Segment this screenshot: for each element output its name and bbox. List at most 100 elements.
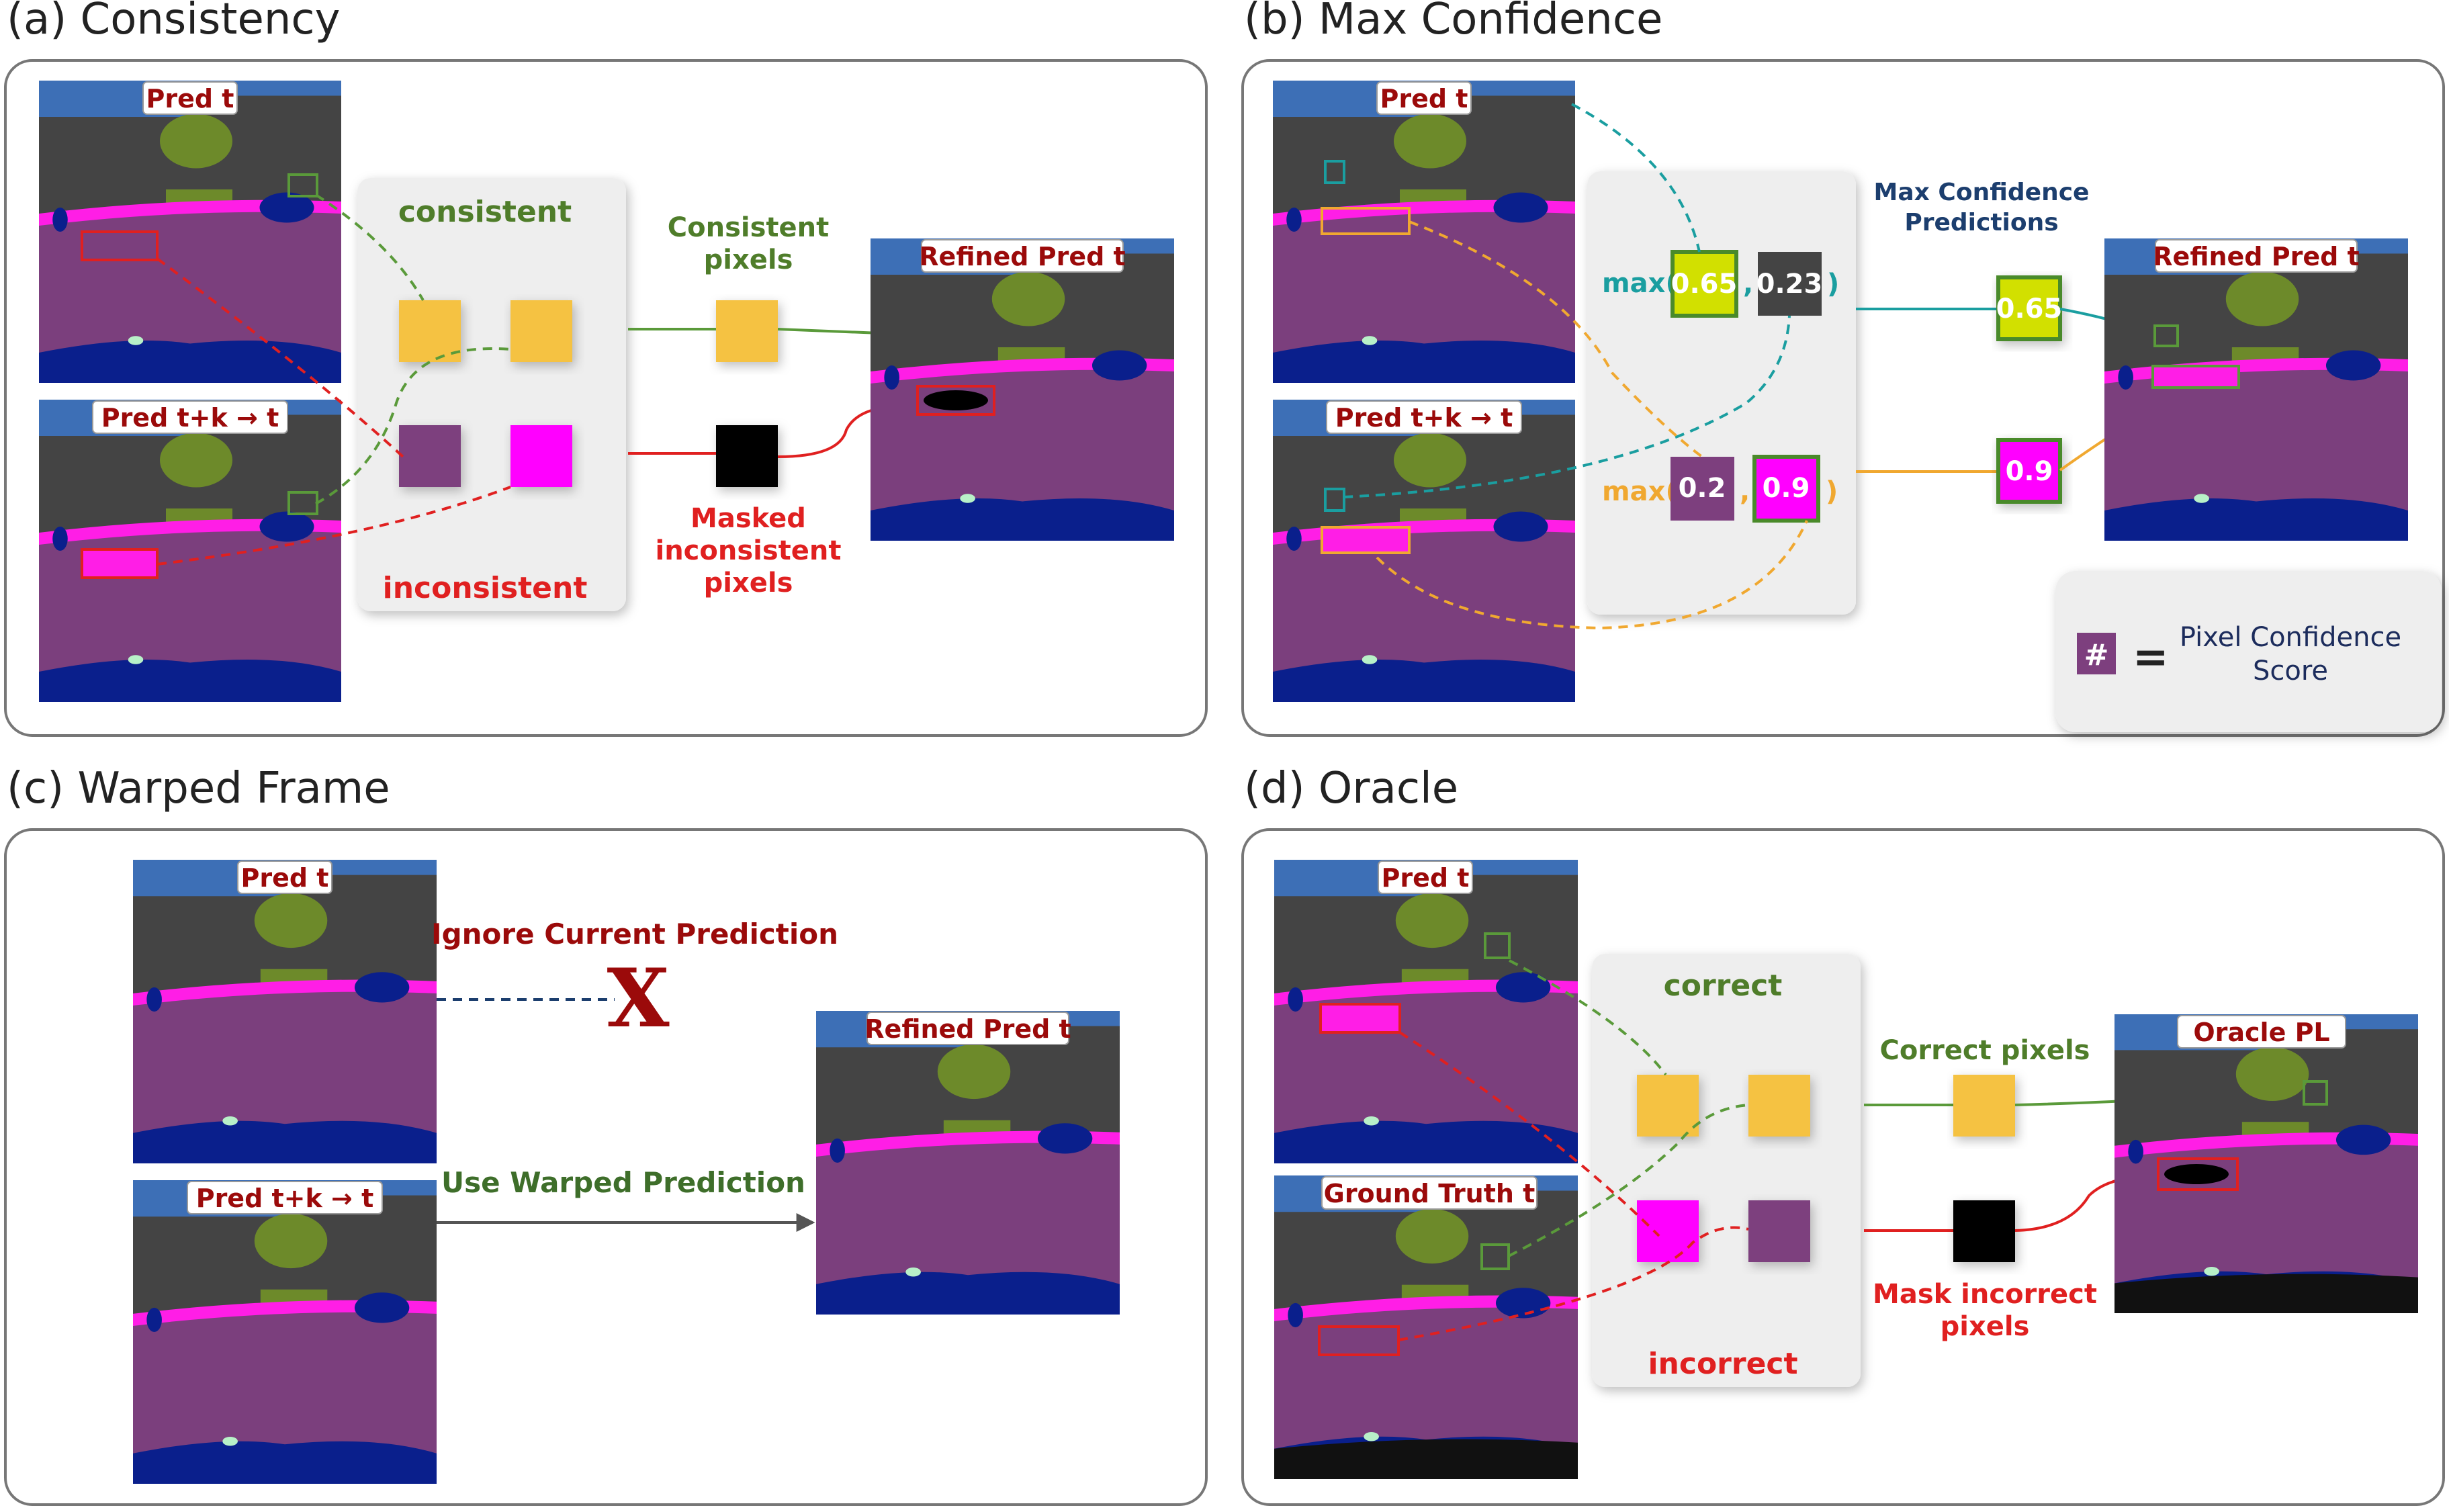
inconsistent-square-tk xyxy=(510,425,572,487)
consistent-square-t xyxy=(399,300,461,362)
tree-region xyxy=(160,114,232,169)
person-region xyxy=(2118,365,2133,390)
road-region xyxy=(133,983,437,1163)
tree-region xyxy=(991,271,1065,326)
correct-label: correct xyxy=(1664,969,1783,1003)
tree-region xyxy=(1395,893,1469,948)
inconsistent-square-t xyxy=(399,425,461,487)
inconsistent-label: inconsistent xyxy=(383,571,588,605)
object-region xyxy=(222,1436,238,1446)
pred-t-label: Pred t xyxy=(146,84,234,114)
ground-region xyxy=(39,341,341,383)
connector-consistent-tk xyxy=(315,347,511,505)
pred-tk-label: Pred t+k → t xyxy=(196,1184,374,1213)
connector-correct-pred xyxy=(1509,959,1667,1076)
ground-truth-label-bg xyxy=(1321,1176,1538,1210)
score-top-t: 0.65 xyxy=(1671,269,1738,300)
refined-label-bg xyxy=(2155,239,2358,273)
consistent-region-box xyxy=(287,173,318,197)
refined-label-bg xyxy=(921,239,1124,273)
score-bottom-t: 0.2 xyxy=(1679,473,1726,504)
refined-label: Refined Pred t xyxy=(919,242,1125,271)
max-confidence-label: Predictions xyxy=(1904,209,2058,236)
tree-region xyxy=(2225,271,2299,326)
ground-region xyxy=(39,660,341,702)
connector-teal-t xyxy=(1571,103,1701,253)
max-confidence-label: Max Confidence xyxy=(1874,179,2090,206)
ground-region xyxy=(1274,1120,1578,1163)
car-region xyxy=(354,1292,410,1323)
correct-region-box xyxy=(2303,1080,2328,1106)
inconsistent-region-box xyxy=(81,548,159,579)
legend-equals: = xyxy=(2133,633,2169,682)
paren-bottom: ) xyxy=(1826,476,1838,507)
masked-region xyxy=(924,390,988,410)
score-bottom-tk: 0.9 xyxy=(1763,473,1810,504)
connector-incorrect-gt xyxy=(1398,1226,1749,1341)
pred-t-label-bg xyxy=(237,860,332,894)
scene-oracle xyxy=(2114,1014,2418,1313)
road-region xyxy=(133,1303,437,1484)
pred-tk-label: Pred t+k → t xyxy=(101,403,279,433)
object-region xyxy=(128,655,144,664)
pred-t-label-bg xyxy=(1378,860,1473,894)
person-region xyxy=(146,1307,162,1332)
max-word-top: max( xyxy=(1602,268,1678,299)
consistent-output-square xyxy=(716,300,778,362)
car-region xyxy=(1495,972,1551,1003)
connector-teal-tk xyxy=(1343,315,1791,498)
consistent-label: consistent xyxy=(398,195,572,229)
oracle-label-bg xyxy=(2177,1015,2346,1049)
masked-pixels-label: pixels xyxy=(704,568,793,598)
incorrect-region-box xyxy=(1319,1003,1401,1034)
connector-consistent-t xyxy=(314,193,425,301)
object-region xyxy=(2204,1267,2219,1276)
incorrect-region-box xyxy=(1318,1325,1400,1356)
car-region xyxy=(259,192,314,223)
legend-swatch xyxy=(2077,633,2116,674)
person-region xyxy=(830,1138,845,1163)
oracle-label: Oracle PL xyxy=(2193,1018,2329,1047)
car-region xyxy=(1495,1288,1551,1319)
correct-output-square xyxy=(1953,1075,2015,1137)
scene-pred-t xyxy=(39,81,341,383)
ground-region xyxy=(1273,341,1575,383)
use-label: Use Warped Prediction xyxy=(441,1166,805,1199)
legend-symbol: # xyxy=(2084,638,2109,672)
person-region xyxy=(1288,987,1303,1012)
object-region xyxy=(1364,1116,1379,1126)
ground-region xyxy=(133,1441,437,1484)
object-region xyxy=(960,494,975,503)
inconsistent-region-box xyxy=(81,230,159,261)
legend-text: Pixel Confidence xyxy=(2180,622,2401,653)
car-region xyxy=(2325,350,2381,381)
road-region xyxy=(39,204,341,383)
ground-region xyxy=(1273,660,1575,702)
refined-label: Refined Pred t xyxy=(2153,242,2359,271)
refined-label-bg xyxy=(866,1012,1069,1045)
tree-region xyxy=(2235,1047,2309,1102)
tree-region xyxy=(254,1213,328,1269)
tree-region xyxy=(160,433,232,488)
panel-d-title: (d) Oracle xyxy=(1244,764,1458,813)
masked-region xyxy=(2164,1164,2229,1184)
connector-orange-t xyxy=(1409,220,1703,458)
tree-region xyxy=(1395,1208,1469,1264)
refined-region-box xyxy=(2151,365,2240,389)
x-mark: X xyxy=(607,951,669,1046)
scene-refined xyxy=(816,1011,1120,1315)
person-region xyxy=(1286,527,1302,551)
object-region xyxy=(2194,494,2209,503)
result-top: 0.65 xyxy=(1996,294,2063,324)
incorrect-square-pred xyxy=(1637,1200,1699,1262)
car-region xyxy=(2335,1124,2391,1155)
person-region xyxy=(1288,1302,1303,1327)
person-region xyxy=(52,208,68,232)
pred-tk-label-bg xyxy=(187,1181,383,1214)
pred-tk-label: Pred t+k → t xyxy=(1335,403,1513,433)
region-box-teal xyxy=(1324,488,1345,512)
person-region xyxy=(884,365,899,390)
score-box-top-tk xyxy=(1758,252,1822,316)
object-region xyxy=(1362,655,1378,664)
